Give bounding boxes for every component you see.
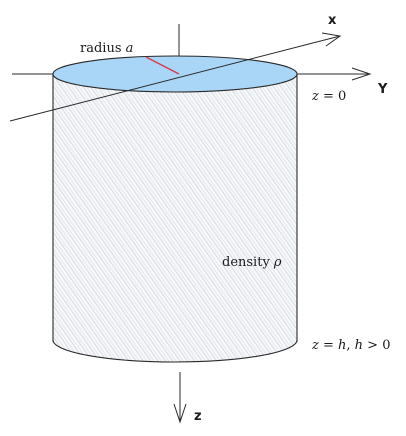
x-axis-line xyxy=(9,35,341,122)
z-axis-label: z xyxy=(194,409,202,424)
bottom-plane-label: z = h, h > 0 xyxy=(311,338,390,353)
top-plane-label: z = 0 xyxy=(311,89,346,104)
top-face xyxy=(52,55,298,93)
density-label: density ρ xyxy=(222,255,282,270)
y-axis-label: Y xyxy=(377,82,388,97)
cylinder-body xyxy=(52,74,298,363)
x-axis-arrowhead xyxy=(321,32,342,47)
radius-line xyxy=(145,56,180,75)
cylinder-side-fill xyxy=(53,74,297,362)
radius-label: radius a xyxy=(80,41,133,56)
z-axis-arrowhead xyxy=(173,403,187,424)
x-axis-label: x xyxy=(328,13,337,28)
y-axis-arrowhead xyxy=(351,67,372,81)
cylinder-bottom-rim xyxy=(52,339,298,363)
